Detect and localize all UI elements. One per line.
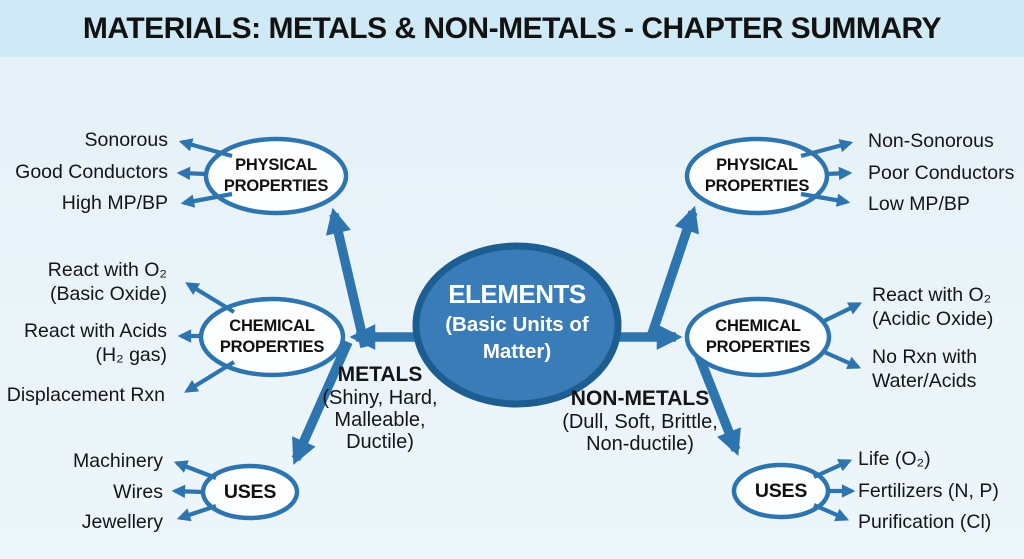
arrow-to-react-o2-acidic	[821, 302, 863, 324]
oval-nonmetals-chemical	[684, 296, 832, 378]
non-metals-chemical-label: CHEMICAL PROPERTIES	[705, 317, 811, 356]
non-metals-uses-item: Purification (Cl)	[858, 511, 992, 533]
arrow-to-displacement-rxn	[184, 360, 236, 393]
arrow-to-purification	[813, 503, 850, 522]
arrow-elements-to-nonmetals-physical	[645, 205, 700, 342]
non-metals-uses-item: Life (O₂)	[858, 448, 931, 470]
non-metals-trait-line: Non-ductile)	[586, 433, 694, 455]
metals-physical-label: PHYSICAL PROPERTIES	[223, 156, 329, 195]
arrow-to-jewellery	[176, 504, 217, 522]
metals-chemical-item: React with O₂ (Basic Oxide)	[47, 259, 167, 305]
metals-name: METALS	[337, 363, 423, 386]
elements-subtitle-line1: (Basic Units of	[445, 313, 589, 336]
metals-trait-line: Ductile)	[346, 431, 414, 453]
arrow-to-no-rxn	[821, 349, 862, 370]
metals-physical-item: Sonorous	[84, 129, 168, 151]
metals-caption: METALS (Shiny, Hard, Malleable, Ductile)	[300, 363, 460, 453]
arrow-elements-to-metals-uses	[291, 340, 353, 465]
elements-subtitle-line2: Matter)	[482, 340, 552, 363]
arrow-to-good-conductors	[176, 166, 208, 181]
metals-physical-item: High MP/BP	[61, 192, 168, 214]
metals-chemical-item: React with Acids (H₂ gas)	[23, 320, 167, 366]
metals-uses-item: Wires	[113, 481, 163, 503]
non-metals-physical-item: Poor Conductors	[868, 162, 1015, 184]
non-metals-chemical-item: No Rxn with Water/Acids	[872, 346, 978, 392]
arrow-to-life-o2	[813, 459, 853, 479]
arrow-to-low-mpbp	[800, 191, 851, 207]
arrow-to-poor-conductors	[825, 166, 853, 181]
non-metals-name: NON-METALS	[570, 387, 710, 410]
central-node-label: ELEMENTS (Basic Units of Matter)	[417, 277, 617, 365]
non-metals-chemical-item: React with O₂ (Acidic Oxide)	[872, 284, 994, 330]
elements-title: ELEMENTS	[448, 279, 586, 309]
page-title: MATERIALS: METALS & NON-METALS - CHAPTER…	[82, 11, 942, 45]
arrow-to-high-mpbp	[180, 191, 233, 208]
arrow-elements-to-metals-physical	[325, 207, 370, 349]
non-metals-physical-item: Low MP/BP	[868, 193, 970, 215]
title-band: MATERIALS: METALS & NON-METALS - CHAPTER…	[0, 0, 1024, 57]
non-metals-physical-item: Non-Sonorous	[868, 130, 994, 152]
metals-trait-line: (Shiny, Hard,	[322, 387, 438, 409]
metals-uses-item: Machinery	[73, 450, 163, 472]
non-metals-uses-item: Fertilizers (N, P)	[858, 480, 999, 502]
metals-chemical-item: Displacement Rxn	[6, 384, 165, 406]
arrow-to-sonorous	[178, 138, 233, 159]
arrow-to-wires	[171, 484, 203, 499]
non-metals-caption: NON-METALS (Dull, Soft, Brittle, Non-duc…	[540, 387, 740, 455]
non-metals-physical-label: PHYSICAL PROPERTIES	[704, 156, 810, 195]
metals-physical-item: Good Conductors	[15, 161, 168, 183]
metals-uses-item: Jewellery	[81, 511, 163, 533]
arrow-to-non-sonorous	[800, 139, 854, 159]
metals-trait-line: Malleable,	[334, 409, 426, 431]
metals-uses-label: USES	[223, 481, 277, 503]
arrow-to-machinery	[173, 460, 217, 480]
arrow-elements-to-nonmetals-uses	[694, 354, 741, 456]
oval-metals-uses	[200, 463, 300, 521]
metals-chemical-label: CHEMICAL PROPERTIES	[219, 317, 325, 356]
central-elements-node	[412, 242, 622, 408]
non-metals-uses-label: USES	[754, 480, 808, 502]
non-metals-trait-line: (Dull, Soft, Brittle,	[562, 411, 718, 433]
arrow-to-react-o2-basic	[185, 282, 236, 314]
